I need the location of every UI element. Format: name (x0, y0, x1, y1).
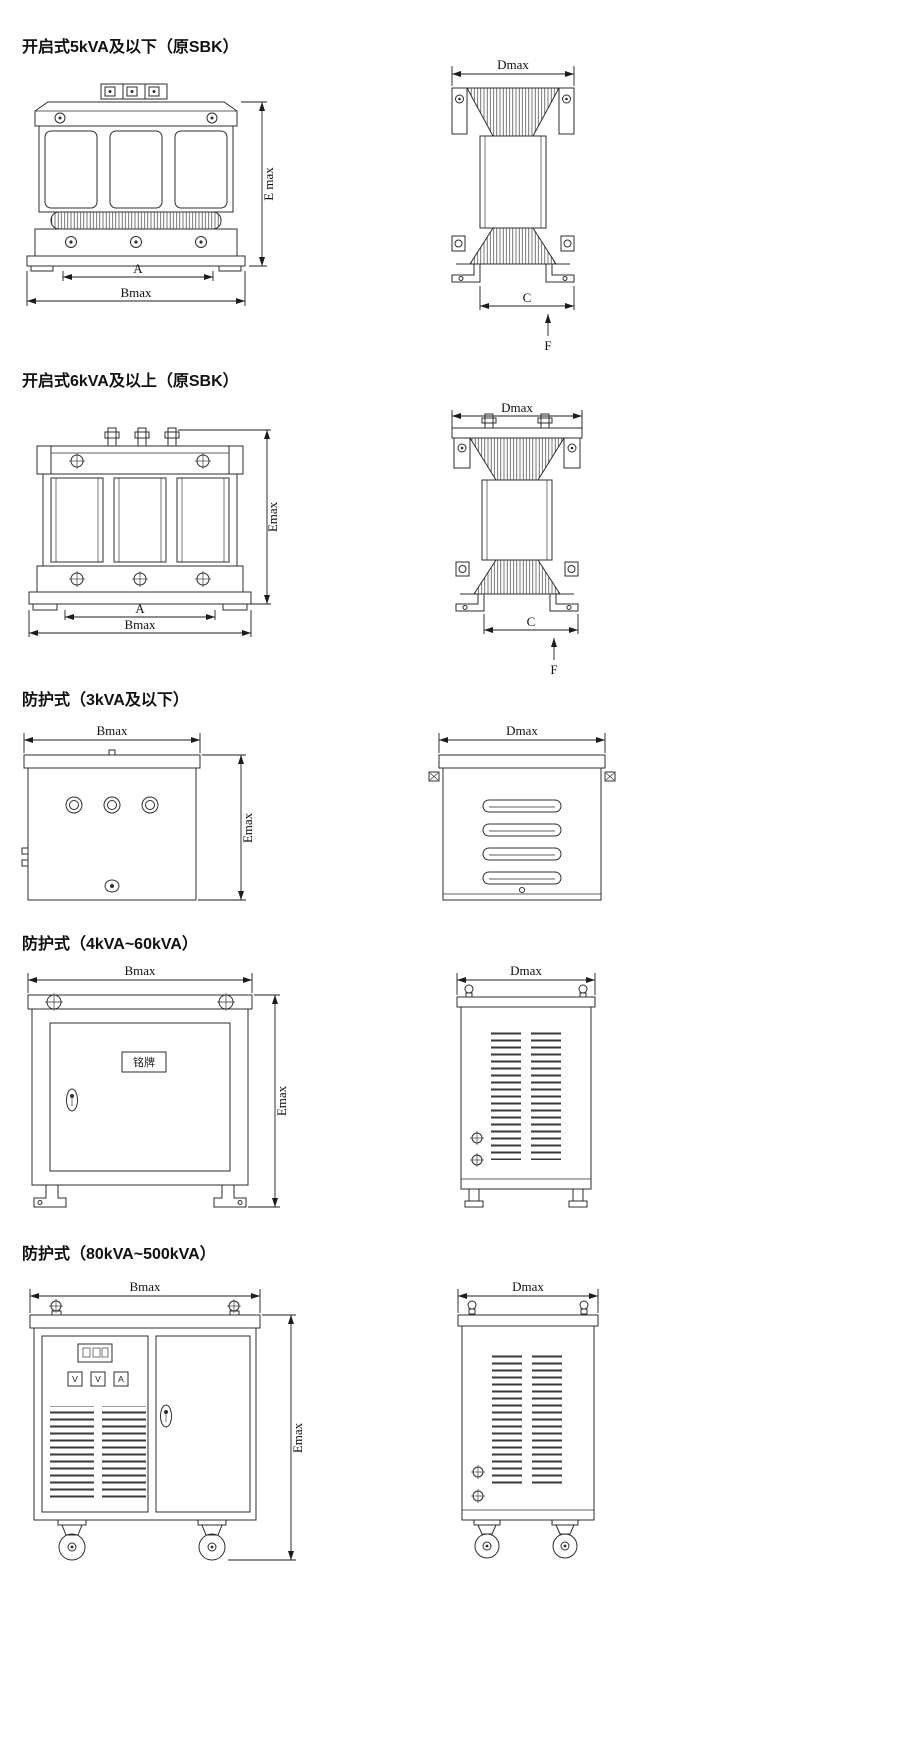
dim-label-bmax: Bmax (124, 617, 156, 632)
dim-label-emax: Emax (290, 1422, 305, 1453)
side-dimensions-top: Dmax (451, 400, 583, 428)
dim-label-c: C (523, 290, 532, 305)
enclosed-large-front-view: Bmax V V A (29, 1279, 305, 1561)
cabinet-front-drawing: V V A (29, 1299, 261, 1561)
section1-title: 开启式5kVA及以下（原SBK） (22, 39, 239, 56)
section4-title: 防护式（4kVA~60kVA） (22, 936, 198, 953)
transformer-front-drawing (26, 83, 246, 272)
meter-label-1: V (72, 1374, 78, 1384)
enclosure-front-drawing (21, 749, 201, 901)
dim-label-bmax: Bmax (120, 285, 152, 300)
side-dimension-depth: Dmax (457, 1279, 599, 1313)
front-dimension-height: Emax (228, 1314, 305, 1561)
dim-label-dmax: Dmax (501, 400, 533, 415)
dim-label-emax: Emax (265, 501, 280, 532)
open-small-front-view: E max A Bmax (26, 83, 276, 306)
cabinet-side-drawing (456, 984, 596, 1208)
dim-label-dmax: Dmax (506, 723, 538, 738)
enclosed-medium-side-view: Dmax (456, 963, 596, 1208)
dim-label-emax: Emax (274, 1085, 289, 1116)
front-dimension-width: Bmax (27, 963, 253, 993)
transformer-front-drawing (28, 427, 252, 611)
dim-label-a: A (133, 261, 143, 276)
dim-label-dmax: Dmax (497, 57, 529, 72)
open-large-front-view: Emax A Bmax (28, 427, 280, 637)
nameplate-label: 铭牌 (133, 1055, 155, 1069)
front-dimension-height: Emax (248, 994, 289, 1208)
cabinet-side-drawing (457, 1300, 599, 1559)
enclosed-small-side-view: Dmax (428, 723, 616, 901)
dim-label-bmax: Bmax (96, 723, 128, 738)
dim-label-dmax: Dmax (510, 963, 542, 978)
dim-label-f: F (544, 338, 551, 353)
dim-label-emax: E max (261, 167, 276, 201)
front-dimension-width: Bmax (29, 1279, 261, 1313)
open-small-side-view: Dmax C F (451, 57, 575, 353)
transformer-side-drawing (451, 413, 583, 612)
open-large-side-view: Dmax C F (451, 400, 583, 677)
dim-label-c: C (527, 614, 536, 629)
meter-label-2: V (95, 1374, 101, 1384)
section2-title: 开启式6kVA及以上（原SBK） (22, 373, 239, 390)
enclosed-small-front-view: Bmax Emax (21, 723, 255, 901)
side-dimension-depth: Dmax (456, 963, 596, 995)
side-dimensions-bottom: C F (479, 286, 575, 353)
front-dimensions: E max A Bmax (26, 101, 276, 306)
section3-title: 防护式（3kVA及以下） (22, 692, 189, 709)
enclosed-large-side-view: Dmax (457, 1279, 599, 1559)
enclosure-side-drawing (428, 754, 616, 901)
meter-label-3: A (118, 1374, 124, 1384)
dim-label-emax: Emax (240, 812, 255, 843)
side-dimensions-top: Dmax (451, 57, 575, 86)
section5-title: 防护式（80kVA~500kVA） (22, 1246, 216, 1263)
side-dimensions-bottom: C F (483, 614, 579, 677)
front-dimensions: Emax A Bmax (28, 429, 280, 637)
dim-label-bmax: Bmax (129, 1279, 161, 1294)
dim-label-dmax: Dmax (512, 1279, 544, 1294)
cabinet-front-drawing: 铭牌 (27, 993, 253, 1208)
front-dimension-height: Emax (198, 754, 255, 901)
side-dimension-depth: Dmax (438, 723, 606, 753)
dim-label-f: F (550, 662, 557, 677)
front-dimension-width: Bmax (23, 723, 201, 753)
transformer-side-drawing (451, 87, 575, 283)
dim-label-bmax: Bmax (124, 963, 156, 978)
dim-label-a: A (135, 601, 145, 616)
enclosed-medium-front-view: Bmax 铭牌 Emax (27, 963, 289, 1208)
